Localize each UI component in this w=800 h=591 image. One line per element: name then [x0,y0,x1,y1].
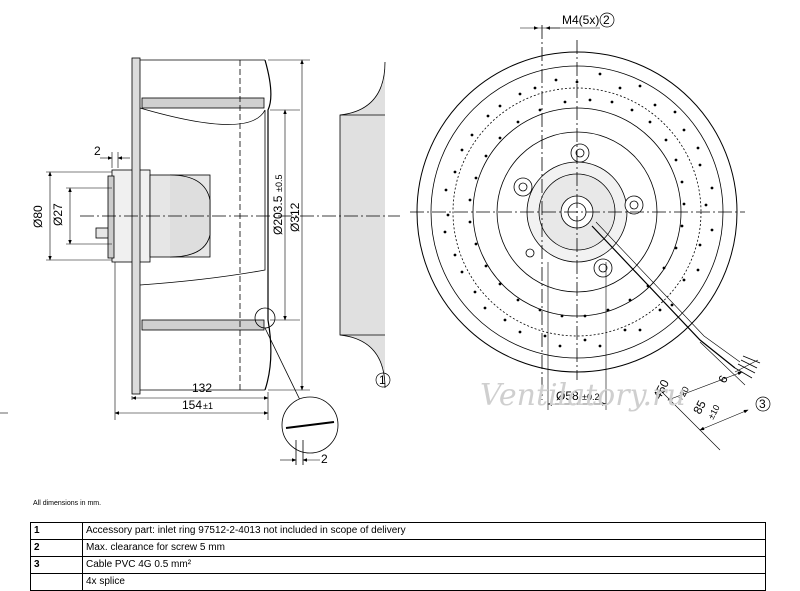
vent-holes [443,72,714,348]
dim-length-132: 132 [192,381,212,395]
dim-screw-thread: M4(5x) [562,13,599,27]
dim-dia-203: Ø203.5 [271,195,285,235]
dim-cable-85: 85 [690,398,709,417]
units-note: All dimensions in mm. [33,500,102,507]
legend-text: Accessory part: inlet ring 97512-2-4013 … [82,522,766,540]
legend-text: 4x splice [82,573,766,591]
dim-hub-dia-tol: ±0.2 [582,392,599,402]
dim-cable-6: 6 [715,373,731,386]
legend-row: 3 Cable PVC 4G 0.5 mm² [30,556,766,574]
side-dimensions [46,59,320,462]
dim-dia-80: Ø80 [31,205,45,228]
callout-3-circle [755,396,771,412]
side-view [80,57,400,465]
dim-length-154-tol: ±1 [203,401,213,411]
watermark: Ventilatory.ru [480,378,686,413]
dim-dia-27: Ø27 [51,203,65,226]
legend-row: 4x splice [30,573,766,591]
legend-table: 1 Accessory part: inlet ring 97512-2-401… [30,522,766,591]
callout-1: 1 [379,373,386,387]
dim-flange-thickness: 2 [94,144,101,158]
callout-3: 3 [759,397,766,411]
legend-text: Max. clearance for screw 5 mm [82,539,766,557]
callout-1-circle [375,372,391,388]
dim-dia-312: Ø312 [288,202,302,232]
dim-dia-203-tol: ±0.5 [274,175,284,192]
dim-detail-clearance: 2 [321,452,328,466]
legend-row: 2 Max. clearance for screw 5 mm [30,539,766,557]
legend-num: 3 [30,556,83,574]
backplate [131,57,141,395]
legend-text: Cable PVC 4G 0.5 mm² [82,556,766,574]
callout-2: 2 [603,13,610,27]
technical-drawing: 2 Ø80 Ø27 Ø203.5 ±0.5 Ø312 132 154 ±1 2 … [0,12,771,466]
dim-hub-dia: Ø58 [556,389,579,403]
legend-row: 1 Accessory part: inlet ring 97512-2-401… [30,522,766,540]
inlet-ring [339,61,386,389]
callout-2-circle [599,12,615,28]
front-dimensions [520,26,759,451]
legend-num: 1 [30,522,83,540]
front-view [410,25,761,400]
dim-length-154: 154 [182,398,202,412]
legend-num [30,573,83,591]
legend-num: 2 [30,539,83,557]
